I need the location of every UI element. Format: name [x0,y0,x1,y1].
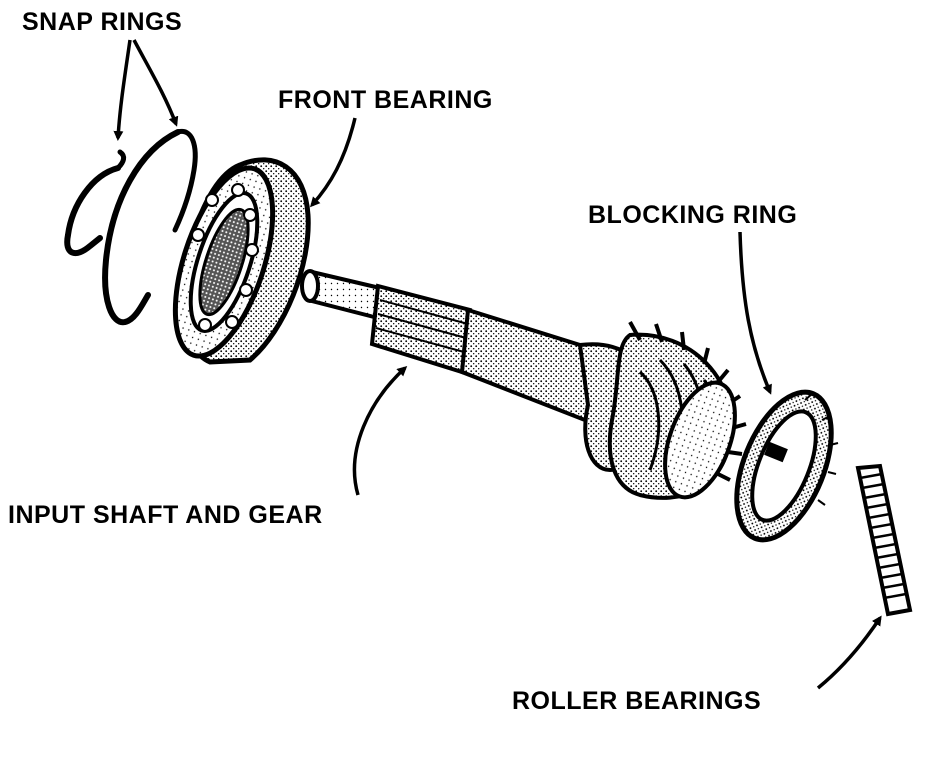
front-bearing-arrow [309,117,357,208]
roller-bearings [855,463,913,617]
front-bearing-label: FRONT BEARING [278,86,493,114]
small-snap-ring [64,149,127,257]
snap-rings-label: SNAP RINGS [22,8,183,36]
blocking-ring-label: BLOCKING RING [588,201,798,229]
blocking-ring-arrow [738,231,772,395]
roller-bearings-arrow [816,615,882,690]
snap-rings-arrows [113,39,179,141]
input-shaft-arrow [352,365,408,496]
front-bearing [172,157,311,365]
roller-bearings-label: ROLLER BEARINGS [512,687,762,715]
input-shaft-and-gear-label: INPUT SHAFT AND GEAR [8,501,323,529]
large-snap-ring [102,128,198,326]
blocking-ring [734,389,839,543]
input-shaft-and-gear [300,269,747,500]
